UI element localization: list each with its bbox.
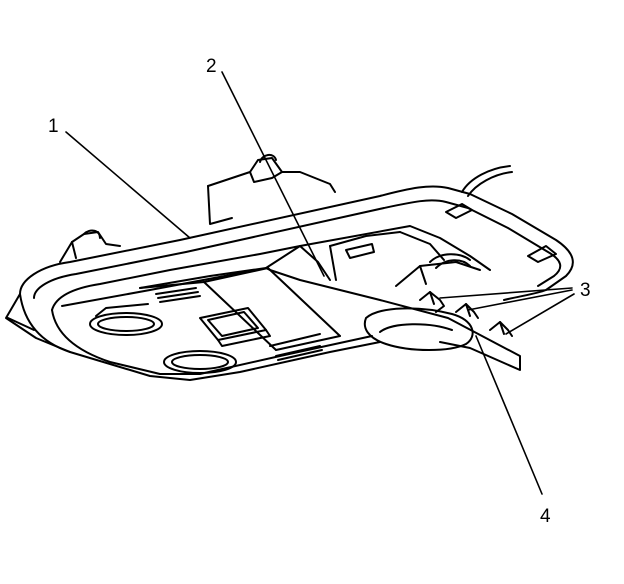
console-trim-ring xyxy=(19,185,574,381)
callout-1: 1 xyxy=(48,116,59,137)
leader-line-3b xyxy=(467,289,573,311)
rear-lamp-lens xyxy=(265,267,521,371)
leader-line-4 xyxy=(475,335,543,495)
console-bezel xyxy=(51,245,373,375)
leader-lines xyxy=(65,71,575,495)
retaining-clips xyxy=(419,291,513,337)
leader-line-1 xyxy=(65,131,191,239)
trim-tabs xyxy=(445,203,557,263)
callout-2: 2 xyxy=(206,56,217,77)
wire-harness xyxy=(461,165,513,197)
leader-line-3a xyxy=(439,287,573,299)
leader-line-3c xyxy=(505,293,575,335)
lamp-lens-left-rear xyxy=(89,303,163,336)
callout-4: 4 xyxy=(540,506,551,527)
rear-mounting-bracket xyxy=(207,154,336,225)
leader-line-2 xyxy=(221,71,325,277)
console-cavity xyxy=(265,225,491,287)
switch-button xyxy=(199,307,271,347)
left-flange-tab xyxy=(5,293,71,353)
left-mounting-bracket xyxy=(59,229,121,263)
callout-3: 3 xyxy=(580,280,591,301)
center-housing xyxy=(139,267,341,361)
lamp-lens-left-front xyxy=(163,350,237,374)
